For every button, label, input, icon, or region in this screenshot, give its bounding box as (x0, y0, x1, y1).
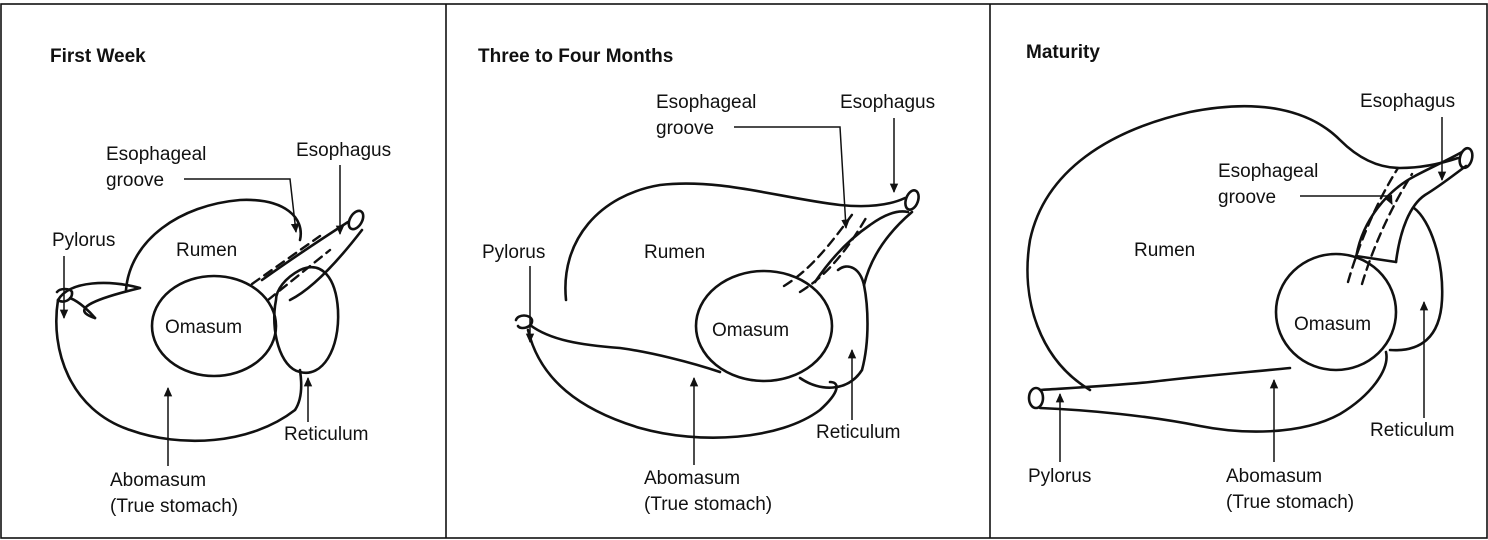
reticulum-shape (1390, 208, 1442, 350)
diagram-frame (1, 4, 1487, 538)
label-abomasum: Abomasum (110, 470, 206, 491)
label-esophagus: Esophagus (1360, 91, 1455, 112)
panel-first-week: First Week Esophageal groove Esophagus P… (50, 46, 391, 517)
label-reticulum: Reticulum (1370, 420, 1454, 441)
panel-title: Three to Four Months (478, 46, 673, 67)
label-reticulum: Reticulum (816, 422, 900, 443)
abomasum-shape (56, 283, 301, 441)
panel-three-to-four-months: Three to Four Months Esophageal groove E… (478, 46, 935, 515)
label-reticulum: Reticulum (284, 424, 368, 445)
esophageal-groove-dashes (1362, 174, 1412, 284)
label-pylorus: Pylorus (482, 242, 545, 263)
esophageal-groove-dashes (252, 236, 320, 284)
esophagus-opening (903, 189, 921, 212)
label-omasum: Omasum (165, 317, 242, 338)
esophagus-opening (346, 208, 366, 231)
label-rumen: Rumen (1134, 240, 1195, 261)
label-esophagus: Esophagus (296, 140, 391, 161)
reticulum-shape (274, 267, 338, 373)
label-abomasum: (True stomach) (644, 494, 772, 515)
esophageal-groove-dashes (800, 218, 866, 292)
abomasum-shape (1040, 352, 1387, 432)
label-esophageal-groove: Esophageal (656, 92, 756, 113)
label-esophageal-groove: Esophageal (106, 144, 206, 165)
label-abomasum: Abomasum (644, 468, 740, 489)
label-esophageal-groove: Esophageal (1218, 161, 1318, 182)
rumen-shape (565, 184, 905, 300)
pylorus-shape (1029, 388, 1043, 408)
panel-title: First Week (50, 46, 146, 67)
label-esophagus: Esophagus (840, 92, 935, 113)
label-omasum: Omasum (712, 320, 789, 341)
abomasum-shape (528, 325, 837, 438)
label-abomasum: (True stomach) (110, 496, 238, 517)
leader-line (734, 127, 846, 228)
rumen-shape (1028, 106, 1459, 390)
label-pylorus: Pylorus (1028, 466, 1091, 487)
label-rumen: Rumen (644, 242, 705, 263)
label-abomasum: (True stomach) (1226, 492, 1354, 513)
label-pylorus: Pylorus (52, 230, 115, 251)
label-esophageal-groove: groove (656, 118, 714, 139)
omasum-shape (1276, 254, 1396, 370)
label-omasum: Omasum (1294, 314, 1371, 335)
label-esophageal-groove: groove (1218, 187, 1276, 208)
panel-maturity: Maturity Esophagus Esophageal groove Rum… (1026, 42, 1474, 513)
panel-title: Maturity (1026, 42, 1100, 63)
label-esophageal-groove: groove (106, 170, 164, 191)
esophagus-shape (262, 222, 362, 300)
label-rumen: Rumen (176, 240, 237, 261)
label-abomasum: Abomasum (1226, 466, 1322, 487)
